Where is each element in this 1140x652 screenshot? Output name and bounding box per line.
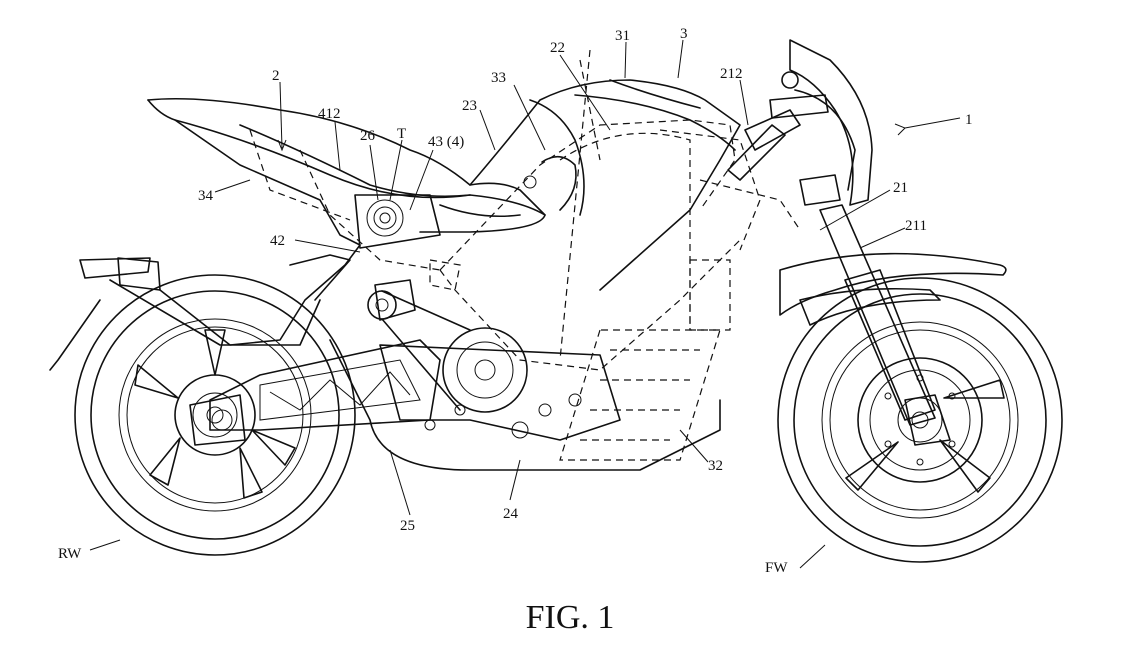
label-211: 211 <box>905 218 927 234</box>
label-42: 42 <box>270 233 285 249</box>
leader-lines <box>89 39 961 569</box>
label-25: 25 <box>400 518 415 534</box>
label-212: 212 <box>720 66 743 82</box>
label-34: 34 <box>198 188 214 204</box>
label-412: 412 <box>318 106 341 122</box>
label-33: 33 <box>491 70 506 86</box>
label-3: 3 <box>680 26 688 42</box>
label-1: 1 <box>965 112 973 128</box>
body <box>147 79 741 291</box>
label-2: 2 <box>272 68 280 84</box>
label-21: 21 <box>893 180 908 196</box>
label-26: 26 <box>360 128 376 144</box>
swingarm <box>49 244 441 446</box>
front-end <box>727 39 1007 446</box>
label-FW: FW <box>765 560 788 576</box>
reference-labels: 2 412 26 T 43 (4) 23 33 22 31 3 212 1 21… <box>58 26 973 576</box>
label-RW: RW <box>58 546 82 562</box>
frame-hidden-lines <box>249 49 801 461</box>
label-22: 22 <box>550 40 565 56</box>
label-T: T <box>397 126 406 142</box>
label-32: 32 <box>708 458 723 474</box>
label-24: 24 <box>503 506 519 522</box>
label-43-4: 43 (4) <box>428 134 464 150</box>
label-23: 23 <box>462 98 477 114</box>
figure-caption: FIG. 1 <box>526 599 615 636</box>
label-31: 31 <box>615 28 630 44</box>
drivetrain <box>329 279 721 471</box>
